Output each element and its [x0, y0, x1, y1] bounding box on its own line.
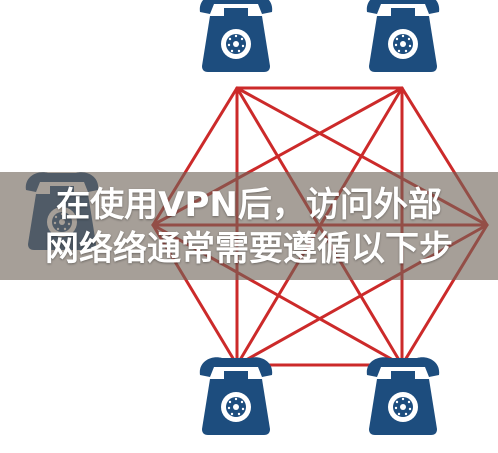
telephone-icon	[366, 0, 440, 73]
telephone-icon	[199, 357, 273, 435]
telephone-icon	[199, 0, 273, 73]
caption-line-2: 网络络通常需要遵循以下步	[45, 229, 453, 269]
telephone-icon	[366, 357, 440, 435]
caption-line-1: 在使用VPN后，访问外部	[56, 185, 442, 225]
caption-text: 在使用VPN后，访问外部 网络络通常需要遵循以下步	[0, 183, 498, 271]
caption-banner	[0, 172, 498, 280]
